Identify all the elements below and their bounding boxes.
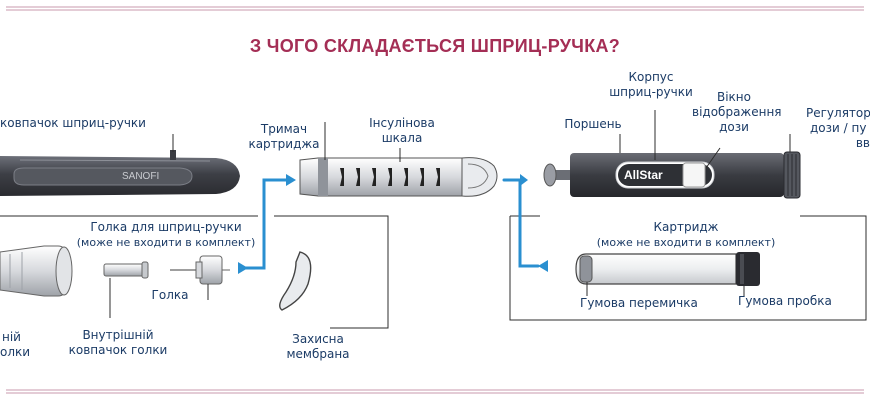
label-rubber-stopper: Гумова пробка [738,294,832,308]
label-needle: Голка [151,288,189,302]
label-membrane-line2: мембрана [286,347,350,361]
label-pen-body-line1: Корпус [628,70,674,84]
cartridge-box-outline [509,215,867,321]
label-cap: ковпачок шприц-ручки [0,116,146,130]
label-cartridge-holder-line1: Тримач [260,122,308,136]
label-plunger: Поршень [564,117,622,131]
label-membrane-line1: Захисна [292,332,344,346]
label-pen-needle-line2: (може не входити в комплект) [76,236,256,249]
label-dose-window-line3: дози [719,120,749,134]
window-leader-line [705,147,721,169]
cap-logo-text: SANOFI [122,171,160,182]
pen-body [570,151,801,199]
protective-membrane [279,251,312,311]
cartridge [575,252,760,286]
label-dose-window-line2: відображення [692,105,782,119]
label-outer-cap-line2: олки [0,345,31,359]
insulin-scale-marks [340,168,440,186]
needle [170,255,230,285]
label-insulin-scale: Інсулінова шкала [360,116,444,146]
pen-brand-text: AllStar [624,168,663,182]
label-pen-body-line2: шприц-ручки [609,85,693,99]
page-title: З ЧОГО СКЛАДАЄТЬСЯ ШПРИЦ-РУЧКА? [249,36,621,56]
outer-needle-cap [0,245,73,297]
label-dose-regulator-line2: дози / пу [810,121,867,135]
needle-box-outline [0,215,389,329]
label-dose-regulator-line3: вв [855,136,870,150]
label-inner-cap-line2: ковпачок голки [68,343,168,357]
assembly-arrows [240,178,540,270]
label-dose-regulator: Регулятор дози / пу вв [806,106,870,151]
label-pen-needle: Голка для шприц-ручки (може не входити в… [66,220,266,250]
label-cartridge-holder: Тримач картриджа [244,122,324,152]
label-inner-cap: Внутрішній ковпачок голки [62,328,174,358]
label-outer-cap-line1: ній [2,330,21,344]
label-dose-window: Вікно відображення дози [692,90,782,135]
label-cartridge-line1: Картридж [653,220,719,234]
label-membrane: Захисна мембрана [278,332,358,362]
label-cartridge-holder-line2: картриджа [248,137,320,151]
plunger-rod [543,163,572,187]
label-cartridge-line2: (може не входити в комплект) [596,236,776,249]
pen-cap [0,150,240,196]
label-pen-needle-line1: Голка для шприц-ручки [90,220,242,234]
inner-needle-cap [103,261,149,279]
label-inner-cap-line1: Внутрішній [82,328,154,342]
label-outer-cap: ній олки [0,330,40,360]
label-insulin-scale-line1: Інсулінова [369,116,435,130]
label-pen-body: Корпус шприц-ручки [602,70,700,100]
arrow-heads [238,174,548,274]
label-cartridge: Картридж (може не входити в комплект) [576,220,796,250]
label-insulin-scale-line2: шкала [381,131,423,145]
label-dose-regulator-line1: Регулятор [806,106,870,120]
label-rubber-septum: Гумова перемичка [580,296,698,310]
decorative-border [6,6,864,394]
cartridge-holder [299,157,498,197]
label-dose-window-line1: Вікно [716,90,751,104]
